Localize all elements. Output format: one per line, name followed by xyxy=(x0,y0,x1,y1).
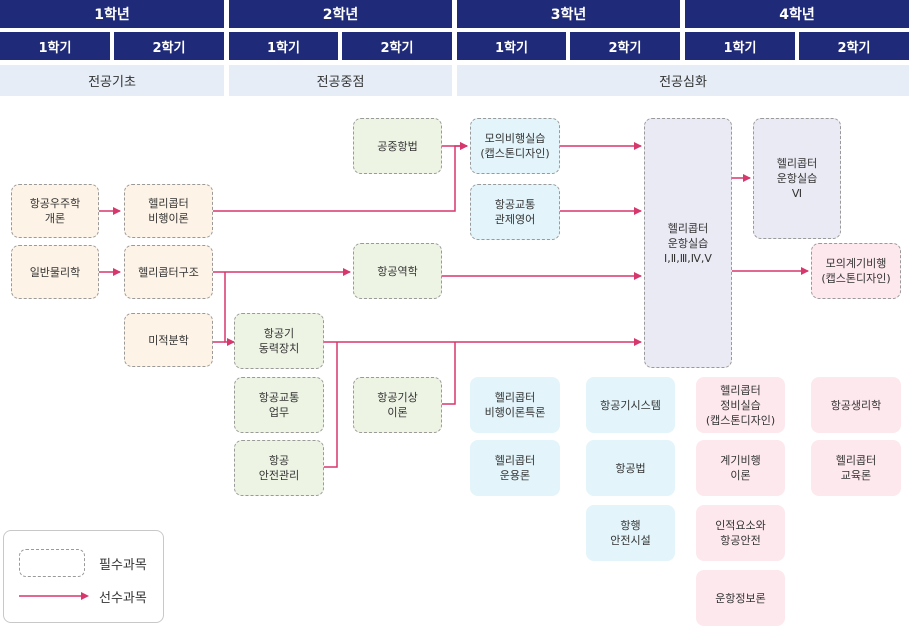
course-aircraft-systems: 항공기시스템 xyxy=(586,377,675,433)
course-aircraft-power: 항공기 동력장치 xyxy=(234,313,324,369)
semester-header: 2학기 xyxy=(799,32,909,60)
course-human-factors: 인적요소와 항공안전 xyxy=(696,505,785,561)
course-flight-info: 운항정보론 xyxy=(696,570,785,626)
semester-header: 2학기 xyxy=(114,32,224,60)
course-general-physics: 일반물리학 xyxy=(11,245,99,299)
semester-header: 1학기 xyxy=(457,32,566,60)
legend-required-swatch xyxy=(19,549,85,577)
legend: 필수과목 선수과목 xyxy=(3,530,164,623)
course-intro-aerospace: 항공우주학 개론 xyxy=(11,184,99,238)
course-aviation-law: 항공법 xyxy=(586,440,675,496)
course-sim-flight-capstone: 모의비행실습 (캡스톤디자인) xyxy=(470,118,560,174)
course-heli-flight-special: 헬리콥터 비행이론특론 xyxy=(470,377,560,433)
semester-header: 1학기 xyxy=(229,32,338,60)
legend-prerequisite-label: 선수과목 xyxy=(99,591,147,606)
course-heli-flight-theory: 헬리콥터 비행이론 xyxy=(124,184,213,238)
legend-arrow-icon xyxy=(19,592,89,600)
course-heli-flight-practice: 헬리콥터 운항실습 Ⅰ,Ⅱ,Ⅲ,Ⅳ,Ⅴ xyxy=(644,118,732,368)
stage-major-advanced: 전공심화 xyxy=(457,65,909,96)
course-atc-english: 항공교통 관제영어 xyxy=(470,184,560,240)
course-heli-flight-practice-6: 헬리콥터 운항실습 Ⅵ xyxy=(753,118,841,239)
course-heli-education: 헬리콥터 교육론 xyxy=(811,440,901,496)
course-aviation-physiology: 항공생리학 xyxy=(811,377,901,433)
stage-major-foundation: 전공기초 xyxy=(0,65,224,96)
course-aero-navigation: 공중항법 xyxy=(353,118,442,174)
year-header-3: 3학년 xyxy=(457,0,680,28)
year-header-1: 1학년 xyxy=(0,0,224,28)
line-meteorology-join xyxy=(442,342,456,405)
course-calculus: 미적분학 xyxy=(124,313,213,367)
course-heli-operations: 헬리콥터 운용론 xyxy=(470,440,560,496)
course-instrument-flight: 계기비행 이론 xyxy=(696,440,785,496)
stage-major-focus: 전공중점 xyxy=(229,65,452,96)
year-header-2: 2학년 xyxy=(229,0,452,28)
semester-header: 2학기 xyxy=(342,32,452,60)
semester-header: 1학기 xyxy=(0,32,110,60)
course-heli-maintenance-capstone: 헬리콥터 정비실습 (캡스톤디자인) xyxy=(696,377,785,433)
course-aviation-safety: 항공 안전관리 xyxy=(234,440,324,496)
semester-header: 1학기 xyxy=(685,32,795,60)
semester-header: 2학기 xyxy=(570,32,680,60)
legend-required-label: 필수과목 xyxy=(99,558,147,573)
course-nav-safety-facilities: 항행 안전시설 xyxy=(586,505,675,561)
year-header-4: 4학년 xyxy=(685,0,909,28)
line-safety-join xyxy=(324,342,338,468)
course-instrument-sim-capstone: 모의계기비행 (캡스톤디자인) xyxy=(811,243,901,299)
arrow-structure-to-power xyxy=(224,272,235,346)
course-aviation-traffic-ops: 항공교통 업무 xyxy=(234,377,324,433)
course-heli-structure: 헬리콥터구조 xyxy=(124,245,213,299)
course-aviation-meteorology: 항공기상 이론 xyxy=(353,377,442,433)
course-aerodynamics: 항공역학 xyxy=(353,243,442,299)
